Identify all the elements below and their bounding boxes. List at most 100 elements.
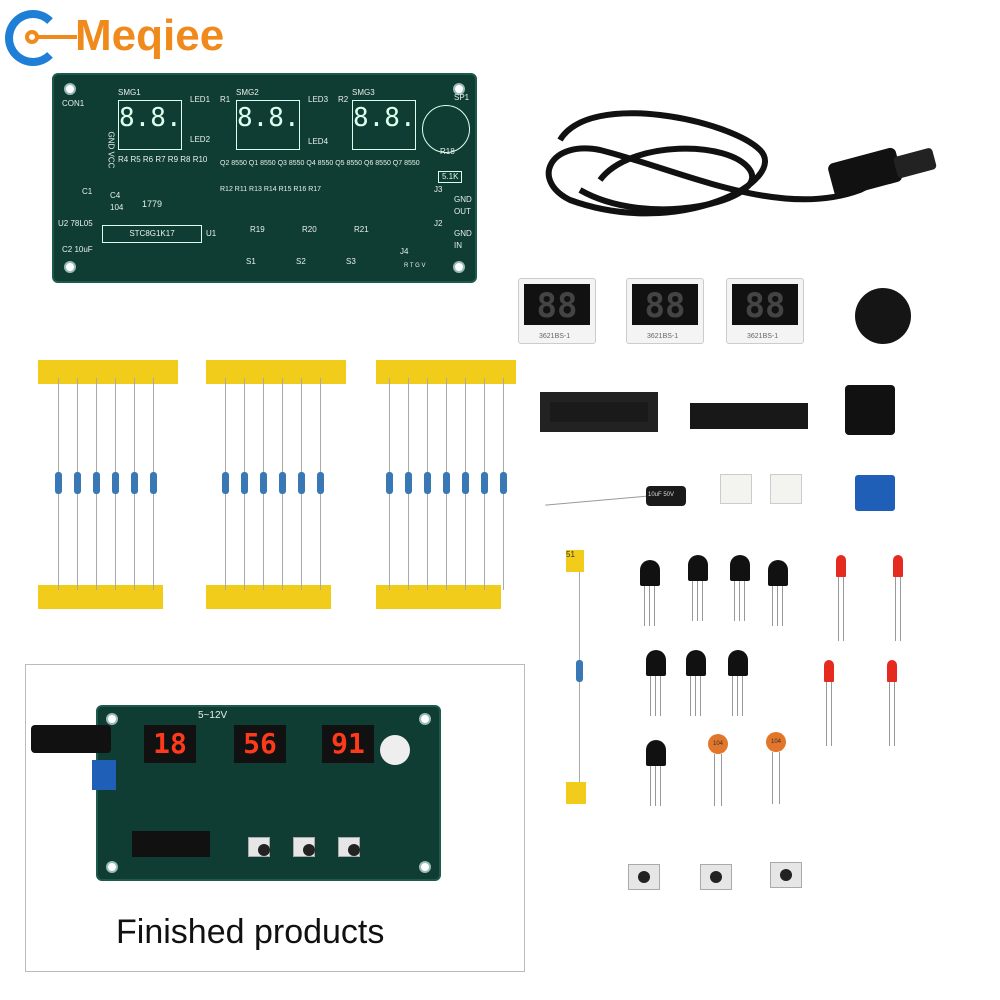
pcb-label: R1 xyxy=(220,95,231,104)
dc-cable-plug xyxy=(31,725,111,753)
transistor-lead xyxy=(702,581,703,621)
transistor-lead xyxy=(777,586,778,626)
pcb-label: Q2 8550 Q1 8550 Q3 8550 Q4 8550 Q5 8550 … xyxy=(220,160,420,167)
capacitor-lead xyxy=(779,752,780,804)
resistor xyxy=(279,472,286,494)
led-lead xyxy=(843,577,844,641)
resistor xyxy=(424,472,431,494)
pcb-label: C2 10uF xyxy=(62,245,93,254)
pcb-label: SMG2 xyxy=(236,88,259,97)
pcb-label: J3 xyxy=(434,185,443,194)
tape-strip xyxy=(376,585,501,609)
dc-terminal xyxy=(92,760,116,790)
electrolytic-capacitor: 10uF 50V xyxy=(646,486,686,506)
ceramic-capacitor: 104 xyxy=(766,732,786,752)
pcb-label: SP1 xyxy=(454,93,470,102)
led-lead xyxy=(895,577,896,641)
transistor xyxy=(768,560,788,586)
resistor xyxy=(260,472,267,494)
assembled-pcb: 5~12V 18 56 91 xyxy=(96,705,441,881)
logo-ring-icon xyxy=(5,10,61,66)
pcb-label: 104 xyxy=(110,203,124,212)
tape-strip xyxy=(566,782,586,804)
transistor-lead xyxy=(655,676,656,716)
capacitor-lead xyxy=(772,752,773,804)
connector-header xyxy=(770,474,802,504)
led-lead xyxy=(826,682,827,746)
pcb-label: LED3 xyxy=(308,95,329,104)
transistor-lead xyxy=(650,766,651,806)
pcb-label: CON1 xyxy=(62,99,85,108)
transistor xyxy=(686,650,706,676)
pcb-label: SMG1 xyxy=(118,88,141,97)
transistor-lead xyxy=(782,586,783,626)
pcb-label: C1 xyxy=(82,187,93,196)
transistor-lead xyxy=(697,581,698,621)
buzzer-footprint xyxy=(422,105,470,153)
capacitor-lead xyxy=(721,754,722,806)
resistor xyxy=(462,472,469,494)
led-lead xyxy=(831,682,832,746)
transistor-lead xyxy=(655,766,656,806)
pcb-label: 5.1K xyxy=(438,171,463,183)
resistor xyxy=(386,472,393,494)
pcb-label: SMG3 xyxy=(352,88,375,97)
tape-strip xyxy=(206,585,331,609)
transistor-lead xyxy=(644,586,645,626)
display-digits: 56 xyxy=(234,725,286,763)
resistor xyxy=(500,472,507,494)
resistor xyxy=(131,472,138,494)
tape-strip xyxy=(38,360,178,384)
led-lead xyxy=(889,682,890,746)
power-cable xyxy=(545,110,937,217)
transistor-lead xyxy=(732,676,733,716)
display-label: 3621BS-1 xyxy=(539,333,571,340)
transistor xyxy=(646,740,666,766)
transistor xyxy=(640,560,660,586)
tape-strip xyxy=(38,585,163,609)
resistor xyxy=(222,472,229,494)
red-led xyxy=(893,555,903,577)
led-lead xyxy=(894,682,895,746)
display-digits: 18 xyxy=(144,725,196,763)
ceramic-capacitor: 104 xyxy=(708,734,728,754)
resistor xyxy=(443,472,450,494)
resistor xyxy=(150,472,157,494)
red-led xyxy=(836,555,846,577)
resistor xyxy=(481,472,488,494)
transistor-lead xyxy=(690,676,691,716)
pcb-label: R4 R5 R6 R7 R9 R8 R10 xyxy=(118,155,208,164)
chip-footprint: STC8G1K17 xyxy=(102,225,202,243)
transistor-lead xyxy=(660,676,661,716)
transistor-lead xyxy=(692,581,693,621)
push-button xyxy=(338,837,360,857)
tactile-switch xyxy=(770,862,802,888)
pcb-label: S1 xyxy=(246,257,256,266)
pcb-label: U2 78L05 xyxy=(58,219,93,228)
transistor-lead xyxy=(772,586,773,626)
voltage-label: 5~12V xyxy=(198,710,228,721)
push-button xyxy=(248,837,270,857)
pcb-label: 1779 xyxy=(142,199,163,209)
red-led xyxy=(887,660,897,682)
pcb-label: R2 xyxy=(338,95,349,104)
tape-strip xyxy=(206,360,346,384)
finished-caption: Finished products xyxy=(116,913,385,951)
transistor-lead xyxy=(737,676,738,716)
display-label: 3621BS-1 xyxy=(747,333,779,340)
pcb-label: GND xyxy=(454,229,472,238)
display-label: 3621BS-1 xyxy=(647,333,679,340)
pcb-label: IN xyxy=(454,241,462,250)
capacitor-label: 10uF 50V xyxy=(648,492,675,498)
resistor xyxy=(317,472,324,494)
resistor xyxy=(93,472,100,494)
led-lead xyxy=(838,577,839,641)
pcb-label: S3 xyxy=(346,257,356,266)
pcb-label: LED4 xyxy=(308,137,329,146)
resistor xyxy=(55,472,62,494)
transistor xyxy=(688,555,708,581)
bare-pcb: CON1 SMG1 8.8. LED1 R1 LED2 SMG2 8.8. LE… xyxy=(52,73,477,283)
buzzer xyxy=(855,288,911,344)
